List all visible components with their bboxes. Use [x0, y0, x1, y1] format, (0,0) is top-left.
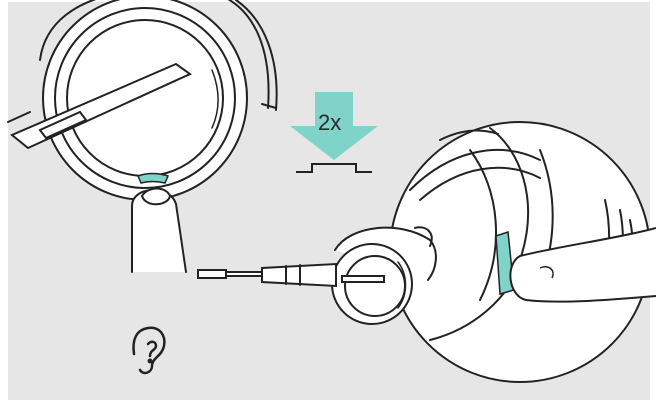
press-count-label: 2x	[318, 110, 341, 135]
multi-function-button	[138, 174, 168, 184]
